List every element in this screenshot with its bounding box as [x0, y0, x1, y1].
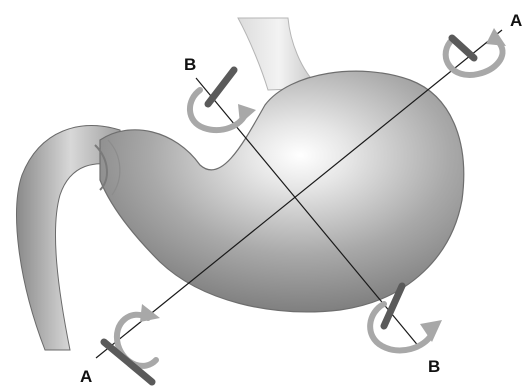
rotation-arrow-icon: [190, 70, 256, 130]
axis-a-end-label: A: [510, 11, 522, 30]
rotation-arrow-icon: [104, 304, 160, 382]
axis-b-start-label: B: [184, 55, 196, 74]
stomach: [100, 71, 464, 312]
axis-a-start-label: A: [80, 367, 92, 386]
axis-b-end-label: B: [428, 357, 440, 376]
